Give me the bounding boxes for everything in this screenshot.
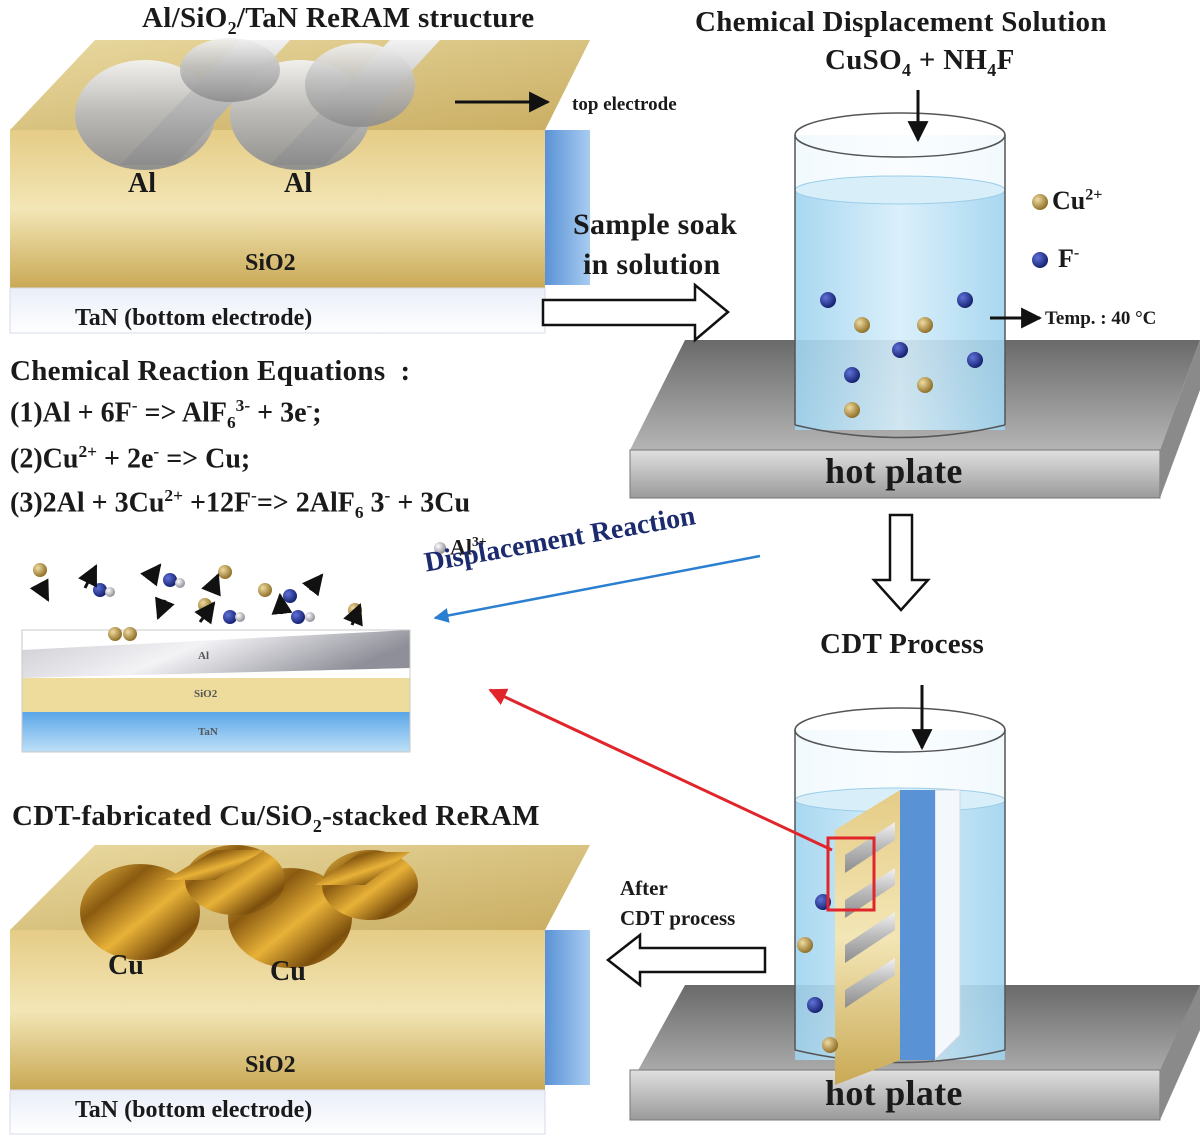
al-ion-label: Al3+ bbox=[450, 534, 487, 560]
hot-plate-label-bottom: hot plate bbox=[825, 1073, 963, 1113]
after-label-line2: CDT process bbox=[620, 906, 736, 930]
tan-label-bottom: TaN (bottom electrode) bbox=[75, 1097, 313, 1123]
al-label-left: Al bbox=[128, 168, 156, 199]
cdt-process-label: CDT Process bbox=[820, 628, 985, 660]
cross-al-label: Al bbox=[198, 650, 209, 662]
cross-section bbox=[21, 542, 446, 753]
soak-label-line1: Sample soak bbox=[573, 208, 738, 241]
immersed-sample bbox=[835, 789, 961, 1085]
sio2-label-top: SiO2 bbox=[245, 250, 296, 276]
cu-label-right: Cu bbox=[270, 956, 306, 987]
top-electrode-label: top electrode bbox=[572, 94, 677, 115]
sio2-label-bottom: SiO2 bbox=[245, 1052, 296, 1078]
cu-label-left: Cu bbox=[108, 950, 144, 981]
displacement-arrow bbox=[433, 554, 761, 623]
cross-sio2-label: SiO2 bbox=[194, 688, 218, 700]
legend-cu-ball bbox=[1032, 194, 1048, 210]
equations-heading: Chemical Reaction Equations : bbox=[10, 355, 411, 387]
solution-formula: CuSO4 + NH4F bbox=[825, 44, 1015, 80]
hot-plate-label-top: hot plate bbox=[825, 451, 963, 491]
equation-3: (3)2Al + 3Cu2+ +12F-=> 2AlF6 3- + 3Cu bbox=[10, 486, 471, 522]
al-electrodes bbox=[75, 38, 440, 170]
equation-2: (2)Cu2+ + 2e- => Cu; bbox=[10, 442, 251, 475]
ions-in-solution bbox=[820, 292, 983, 418]
after-cdt-arrow bbox=[605, 932, 767, 988]
legend-f-label: F- bbox=[1058, 244, 1080, 273]
al-label-right: Al bbox=[284, 168, 312, 199]
result-title: CDT-fabricated Cu/SiO2-stacked ReRAM bbox=[12, 800, 540, 836]
cross-tan-label: TaN bbox=[198, 726, 218, 738]
soak-label-line2: in solution bbox=[583, 248, 721, 281]
cu-electrodes bbox=[80, 845, 418, 968]
cu-reram-structure bbox=[9, 845, 590, 1135]
zoom-arrow bbox=[488, 688, 833, 852]
temperature-label: Temp. : 40 °C bbox=[1045, 308, 1157, 329]
after-label-line1: After bbox=[620, 876, 668, 900]
legend-f-ball bbox=[1032, 252, 1048, 268]
cdt-down-arrow bbox=[871, 513, 931, 612]
zoom-highlight-box bbox=[826, 836, 876, 912]
tan-label-top: TaN (bottom electrode) bbox=[75, 305, 313, 331]
equation-1: (1)Al + 6F- => AlF63- + 3e-; bbox=[10, 396, 322, 432]
beaker-hotplate-top bbox=[629, 90, 1200, 499]
legend-cu-label: Cu2+ bbox=[1052, 186, 1103, 215]
solution-title: Chemical Displacement Solution bbox=[695, 6, 1107, 38]
soak-arrow bbox=[541, 282, 730, 343]
al-reram-structure bbox=[9, 38, 590, 334]
beaker-hotplate-bottom bbox=[629, 685, 1200, 1121]
structure-title: Al/SiO2/TaN ReRAM structure bbox=[142, 2, 535, 38]
